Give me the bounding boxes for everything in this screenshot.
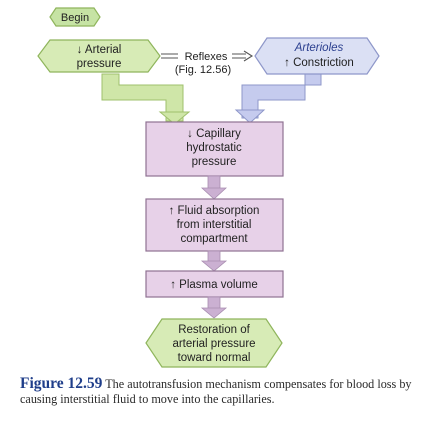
fluid-absorption-node: ↑ Fluid absorption from interstitial com…: [145, 198, 284, 252]
restoration-line3: toward normal: [178, 352, 251, 364]
figure-caption-text: The autotransfusion mechanism compensate…: [20, 377, 412, 406]
figure-label: Figure 12.59: [20, 375, 103, 392]
plasma-volume-node: ↑ Plasma volume: [145, 270, 284, 298]
fluid-line2: from interstitial: [177, 219, 252, 231]
capillary-line2: hydrostatic: [186, 142, 242, 154]
connector-arterial-to-capillary-head: [158, 111, 191, 125]
plasma-line1: ↑ Plasma volume: [170, 279, 258, 291]
capillary-pressure-node: ↓ Capillary hydrostatic pressure: [145, 121, 284, 177]
autotransfusion-flow-diagram: Begin ↓ Arterial pressure Reflexes (Fig.…: [37, 7, 380, 368]
reflexes-line2: (Fig. 12.56): [175, 64, 231, 76]
arterial-pressure-line1: ↓ Arterial: [77, 44, 122, 56]
begin-badge: Begin: [49, 7, 101, 27]
restoration-line2: arterial pressure: [172, 338, 255, 350]
arterioles-line2: ↑ Constriction: [284, 57, 354, 69]
connector-arterioles-to-capillary-head: [234, 109, 266, 124]
connector-arterial-to-capillary: [101, 73, 184, 122]
arterial-pressure-node: ↓ Arterial pressure: [37, 39, 161, 73]
capillary-line3: pressure: [192, 156, 237, 168]
fluid-line3: compartment: [180, 233, 248, 245]
connector-plasma-to-restoration: [200, 296, 228, 319]
connector-fluid-to-plasma: [200, 250, 228, 272]
connector-capillary-to-fluid: [200, 175, 228, 200]
arterial-pressure-line2: pressure: [77, 58, 122, 70]
arterioles-node: Arterioles ↑ Constriction: [254, 37, 380, 75]
reflexes-line1: Reflexes: [185, 51, 228, 63]
connector-arterioles-to-capillary: [241, 73, 322, 119]
figure-caption: Figure 12.59 The autotransfusion mechani…: [20, 376, 436, 407]
restoration-node: Restoration of arterial pressure toward …: [145, 318, 283, 368]
capillary-line1: ↓ Capillary: [187, 128, 241, 140]
reflexes-link: Reflexes (Fig. 12.56): [161, 50, 254, 76]
begin-label: Begin: [61, 12, 89, 24]
restoration-line1: Restoration of: [178, 324, 250, 336]
reflexes-arrow-icon: [243, 50, 254, 62]
arterioles-line1: Arterioles: [294, 42, 344, 54]
fluid-line1: ↑ Fluid absorption: [169, 205, 260, 217]
